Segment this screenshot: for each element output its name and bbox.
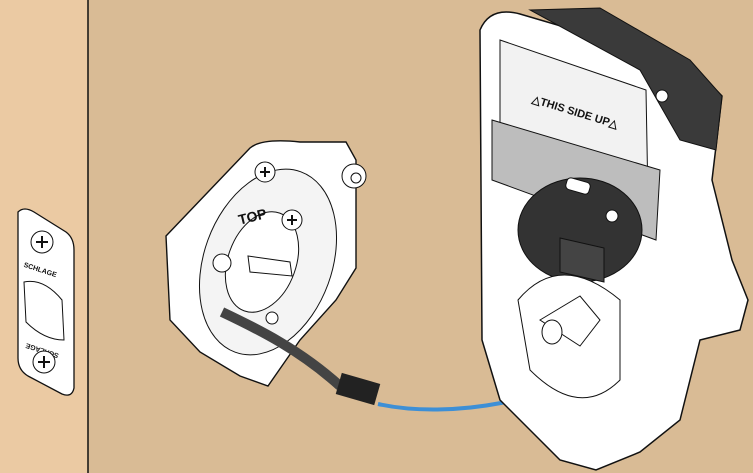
lock-body: △THIS SIDE UP△ — [479, 7, 749, 471]
strike-plate: SCHLAGE SCHLAGE — [17, 208, 75, 396]
mounting-plate: TOP — [165, 140, 367, 387]
screw-icon — [212, 253, 232, 273]
wire-harness — [219, 307, 344, 390]
motor-housing — [528, 7, 723, 151]
connector — [335, 372, 381, 406]
top-label: TOP — [237, 205, 269, 227]
